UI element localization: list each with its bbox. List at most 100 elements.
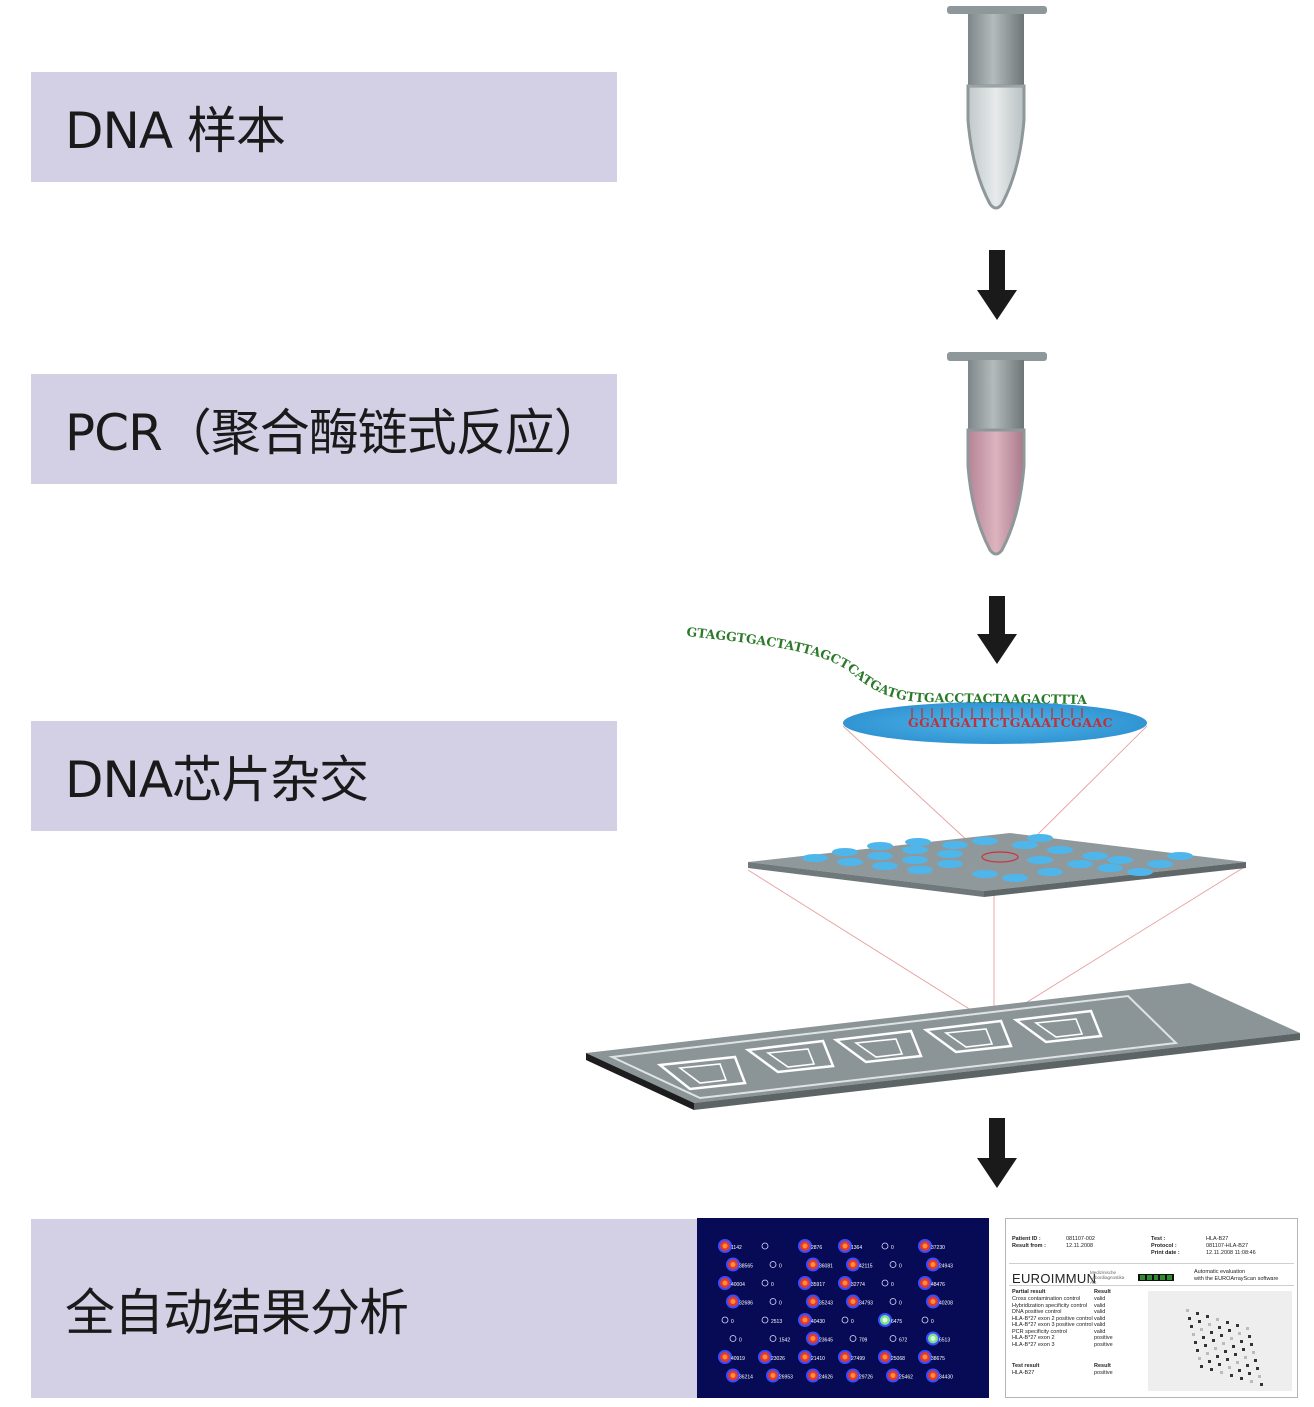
dna-strand-bottom: GGATGATTCTGAAATCGAAC [908,715,1113,730]
scan-spot-value: 23645 [819,1338,833,1344]
table-row-name: Hybridization specificity control [1012,1302,1088,1309]
table-row-name: HLA-B*27 exon 2 positive control [1012,1315,1093,1322]
test-label: Test : [1151,1236,1166,1242]
scan-spot: 24943 [926,1257,953,1272]
scan-spot-value: 35917 [811,1282,825,1288]
scan-spot: 24626 [806,1368,833,1383]
scan-spot: 0 [841,1316,854,1325]
mini-array-spot [1206,1352,1209,1355]
mini-array-spot [1230,1374,1233,1377]
scan-spot-value: 21410 [811,1356,825,1362]
scan-spot-value: 48476 [931,1282,945,1288]
scan-spot-value: 38675 [931,1356,945,1362]
mini-array-spot [1238,1369,1241,1372]
table-row-result: valid [1094,1296,1106,1302]
dna-strand: GTAGGTGACTATTAGCTCATGATGTTGACCTACTAAGACT… [0,0,1113,730]
mini-array-spot [1242,1348,1245,1351]
mini-array-spot [1198,1320,1201,1323]
mini-array-spot [1200,1328,1203,1331]
table-row-result: positive [1094,1335,1113,1341]
table-row-result: valid [1094,1328,1106,1335]
scan-spot: 32774 [838,1276,865,1290]
step-label: DNA芯片杂交 [65,751,369,809]
mini-array-spot [1236,1324,1239,1327]
mini-array-spot [1224,1350,1227,1353]
mini-array-spot [1258,1375,1261,1378]
svg-text:GTAGGTGACTATTAGCTCATGATGTTGACC: GTAGGTGACTATTAGCTCATGATGTTGACCTACTAAGACT… [0,0,1087,707]
result-from: 12.11.2008 [1066,1243,1094,1249]
table-row-name: HLA-B27 [1012,1370,1035,1376]
scan-spot-value: 6475 [891,1319,902,1325]
mini-array-spot [1252,1351,1255,1354]
scan-spot: 0 [889,1261,902,1270]
mini-array-spot [1254,1359,1257,1362]
scan-spot-value: 0 [739,1338,742,1344]
scan-spot: 0 [921,1316,934,1325]
mini-array-spot [1210,1368,1213,1371]
scan-spot-value: 24943 [939,1264,953,1270]
scan-spot: 35243 [806,1294,833,1309]
evaluation-subtitle: with the EUROArrayScan software [1194,1276,1279,1282]
mini-array-spot [1246,1364,1249,1367]
scan-spot-value: 0 [771,1282,774,1288]
scan-spot: 29726 [846,1368,873,1383]
step-automatic-analysis: 全自动结果分析 [31,1219,698,1398]
pcr-tube-icon [947,352,1047,556]
mini-array-spot [1228,1329,1231,1332]
arrow-down-icon [977,596,1017,664]
scan-spot-value: 35243 [819,1301,833,1307]
scan-spot: 0 [881,1242,894,1251]
scan-spot-value: 0 [731,1319,734,1325]
mini-array-spot [1194,1341,1197,1344]
table-row-name: Cross contamination control [1012,1296,1081,1302]
mini-array-spots [1186,1309,1263,1386]
scan-spot-value: 32686 [739,1301,753,1307]
biochip-slide [586,983,1300,1110]
scan-spot [761,1242,769,1250]
scan-spot: 36081 [806,1257,833,1272]
array-image-panel [1148,1291,1292,1391]
scan-spot-value: 0 [891,1282,894,1288]
mini-array-spot [1186,1309,1189,1312]
scan-spot: 40919 [718,1350,745,1364]
table-row-result: valid [1094,1309,1106,1315]
scan-spot-value: 6513 [939,1338,950,1344]
mini-array-spot [1210,1331,1213,1334]
mini-array-spot [1218,1363,1221,1366]
scan-spot-value: 26953 [779,1375,793,1381]
mini-array-spot [1216,1355,1219,1358]
protocol-label: Protocol : [1151,1243,1177,1249]
scan-spot: 25462 [886,1368,913,1383]
dna-probe-spot [843,702,1147,744]
scan-spot-value: 25068 [891,1356,905,1362]
step-pcr: PCR（聚合酶链式反应） [31,374,617,484]
table-row-name: HLA-B*27 exon 3 [1012,1341,1055,1348]
scan-spot-value: 36214 [739,1375,753,1381]
mini-array-spot [1208,1360,1211,1363]
mini-array-spot [1220,1371,1223,1374]
microarray-plate [748,833,1246,897]
step-chip-hybridization: DNA芯片杂交 [31,721,617,831]
mini-array-spot [1256,1367,1259,1370]
table-row-result: valid [1094,1322,1106,1328]
mini-array-spot [1220,1334,1223,1337]
scan-spot-value: 24626 [819,1375,833,1381]
scan-spot-value: 40430 [811,1319,825,1325]
mini-array-spot [1248,1372,1251,1375]
scan-spot: 35917 [798,1276,825,1290]
scan-spot-value: 29726 [859,1375,873,1381]
mini-array-spot [1260,1383,1263,1386]
scan-spot-value: 1542 [779,1338,790,1344]
patient-id: 081107-002 [1066,1236,1095,1242]
mini-array-spot [1216,1318,1219,1321]
result-report: Patient ID : 081107-002 Result from : 12… [1005,1218,1298,1398]
scan-spot-value: 34430 [939,1375,953,1381]
scan-spot: 0 [721,1316,734,1325]
scan-spot-value: 34793 [859,1301,873,1307]
mini-array-spot [1230,1337,1233,1340]
scan-spot-value: 1142 [731,1245,742,1251]
mini-array-spot [1204,1344,1207,1347]
scan-spot: 1364 [838,1239,862,1253]
table-header: Result [1094,1289,1111,1295]
